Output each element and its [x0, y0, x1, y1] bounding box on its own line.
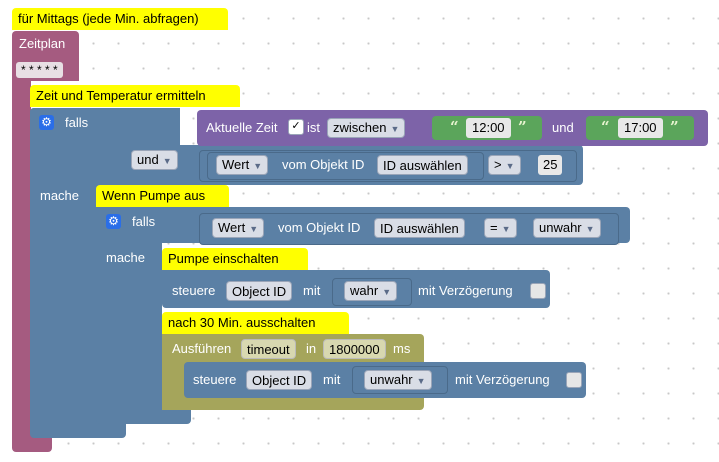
control2-delay-label: mit Verzögerung — [455, 372, 550, 387]
chevron-down-icon: ▼ — [390, 124, 400, 134]
if1-mache-label: mache — [40, 188, 80, 203]
control1-delay-checkbox[interactable] — [530, 283, 546, 299]
chevron-down-icon: ▼ — [162, 156, 172, 166]
timeout-name-field[interactable]: timeout — [241, 339, 296, 359]
control2-mit-label: mit — [323, 372, 341, 387]
time-label: Aktuelle Zeit — [206, 120, 278, 135]
schedule-body — [12, 80, 31, 447]
control2-value-text: unwahr — [370, 372, 413, 387]
comment-30min[interactable]: nach 30 Min. ausschalten — [162, 312, 349, 334]
value-dropdown[interactable]: Wert▼ — [212, 218, 265, 238]
timeout-in-label: in — [306, 341, 317, 356]
time-und-label: und — [552, 120, 574, 135]
if1-falls-label: falls — [65, 115, 89, 130]
object-id-selector[interactable]: ID auswählen — [374, 218, 465, 238]
time-from-field[interactable]: 12:00 — [466, 118, 511, 138]
object-id-selector[interactable]: Object ID — [226, 281, 293, 301]
comment-zeit-temp[interactable]: Zeit und Temperatur ermitteln — [30, 85, 240, 107]
chevron-down-icon: ▼ — [253, 161, 263, 171]
quote-open-icon: “ — [601, 118, 610, 136]
quote-open-icon: “ — [450, 118, 459, 136]
compare-operator-value: = — [490, 220, 498, 235]
chevron-down-icon: ▼ — [501, 224, 511, 234]
time-operator-value: zwischen — [333, 120, 387, 135]
control1-value-text: wahr — [350, 283, 379, 298]
pump-state-value: unwahr — [539, 220, 582, 235]
chevron-down-icon: ▼ — [585, 224, 595, 234]
value-dropdown-text: Wert — [222, 157, 250, 172]
if2-foot — [96, 408, 191, 424]
control2-steuere-label: steuere — [193, 372, 237, 387]
chevron-down-icon: ▼ — [249, 224, 259, 234]
control1-mit-label: mit — [303, 283, 321, 298]
if2-block[interactable] — [96, 207, 162, 423]
pump-state-dropdown[interactable]: unwahr▼ — [533, 218, 601, 238]
time-operator-dropdown[interactable]: zwischen▼ — [327, 118, 406, 138]
comment-mittags[interactable]: für Mittags (jede Min. abfragen) — [12, 8, 228, 30]
settings-gear-icon[interactable]: ⚙ — [106, 214, 121, 229]
object-id-selector[interactable]: Object ID — [246, 370, 313, 390]
if2-falls-label: falls — [132, 214, 156, 229]
timeout-body — [162, 356, 184, 410]
control2-value-dropdown[interactable]: unwahr▼ — [364, 370, 432, 390]
schedule-foot — [12, 436, 52, 452]
comment-pumpe-ein[interactable]: Pumpe einschalten — [162, 248, 308, 270]
object-id-label: vom Objekt ID — [278, 220, 361, 235]
schedule-label: Zeitplan — [19, 36, 66, 51]
object-id-selector[interactable]: ID auswählen — [377, 155, 468, 175]
timeout-unit-label: ms — [393, 341, 411, 356]
control1-steuere-label: steuere — [172, 283, 216, 298]
time-to-field[interactable]: 17:00 — [618, 118, 663, 138]
value-dropdown-text: Wert — [218, 220, 246, 235]
quote-close-icon: ” — [670, 118, 679, 136]
if2-mache-label: mache — [106, 250, 146, 265]
chevron-down-icon: ▼ — [505, 161, 515, 171]
compare-operator-dropdown[interactable]: >▼ — [488, 155, 521, 175]
comment-pumpe-aus[interactable]: Wenn Pumpe aus — [96, 185, 229, 207]
time-ist-label: ist — [307, 120, 320, 135]
timeout-ms-field[interactable]: 1800000 — [323, 339, 386, 359]
chevron-down-icon: ▼ — [416, 376, 426, 386]
control1-value-dropdown[interactable]: wahr▼ — [344, 281, 398, 301]
object-id-label: vom Objekt ID — [282, 157, 365, 172]
compare-operator-value: > — [494, 157, 502, 172]
temp-threshold-field[interactable]: 25 — [538, 155, 563, 175]
compare-operator-dropdown[interactable]: =▼ — [484, 218, 517, 238]
cron-field[interactable]: * * * * * — [16, 62, 63, 78]
and-operator-dropdown[interactable]: und▼ — [131, 150, 178, 170]
chevron-down-icon: ▼ — [382, 287, 392, 297]
quote-close-icon: ” — [518, 118, 527, 136]
timeout-label: Ausführen — [172, 341, 232, 356]
control2-delay-checkbox[interactable] — [566, 372, 582, 388]
control1-delay-label: mit Verzögerung — [418, 283, 513, 298]
and-operator-value: und — [137, 152, 159, 167]
value-dropdown[interactable]: Wert▼ — [216, 155, 269, 175]
time-checkbox[interactable]: ✓ — [288, 119, 304, 135]
settings-gear-icon[interactable]: ⚙ — [39, 115, 54, 130]
